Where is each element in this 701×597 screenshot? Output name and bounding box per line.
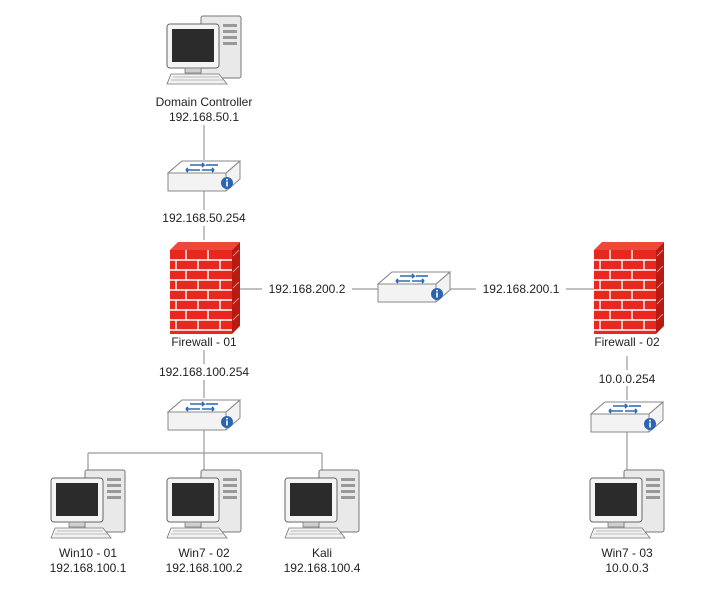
network-switch-icon — [167, 160, 241, 192]
dc-ip: 192.168.50.1 — [169, 110, 239, 124]
fw2-name: Firewall - 02 — [594, 335, 660, 349]
desktop-computer-icon — [50, 469, 126, 539]
brick-firewall-icon — [169, 241, 241, 335]
fw1-lan-ip: 192.168.100.254 — [159, 365, 249, 379]
win10-ip: 192.168.100.1 — [50, 561, 127, 575]
fw1-name: Firewall - 01 — [171, 335, 237, 349]
dc-name: Domain Controller — [156, 95, 253, 109]
win10-name: Win10 - 01 — [59, 546, 117, 560]
domain-controller-node[interactable]: Domain Controller 192.168.50.1 — [156, 15, 253, 124]
fw2-lan-ip: 10.0.0.254 — [599, 372, 656, 386]
win10-01-node[interactable]: Win10 - 01 192.168.100.1 — [50, 469, 127, 575]
switch-lan-right[interactable] — [590, 401, 664, 433]
win7b-name: Win7 - 03 — [601, 546, 653, 560]
switch-top-ip: 192.168.50.254 — [162, 211, 246, 225]
fw1-wan-ip: 192.168.200.2 — [269, 282, 346, 296]
firewall-02-node[interactable]: Firewall - 02 — [593, 241, 665, 349]
desktop-computer-icon — [166, 15, 242, 85]
kali-ip: 192.168.100.4 — [284, 561, 361, 575]
network-switch-icon — [167, 399, 241, 431]
win7a-ip: 192.168.100.2 — [166, 561, 243, 575]
links — [87, 125, 628, 470]
firewall-01-node[interactable]: Firewall - 01 — [169, 241, 241, 349]
win7a-name: Win7 - 02 — [178, 546, 230, 560]
switch-lan-left[interactable] — [167, 399, 241, 431]
win7-02-node[interactable]: Win7 - 02 192.168.100.2 — [166, 469, 243, 575]
fw2-wan-ip: 192.168.200.1 — [483, 282, 560, 296]
desktop-computer-icon — [589, 469, 665, 539]
brick-firewall-icon — [593, 241, 665, 335]
switch-wan[interactable] — [377, 271, 451, 303]
kali-name: Kali — [312, 546, 332, 560]
win7-03-node[interactable]: Win7 - 03 10.0.0.3 — [589, 469, 665, 575]
kali-node[interactable]: Kali 192.168.100.4 — [284, 469, 361, 575]
network-switch-icon — [377, 271, 451, 303]
desktop-computer-icon — [166, 469, 242, 539]
win7b-ip: 10.0.0.3 — [605, 561, 649, 575]
desktop-computer-icon — [284, 469, 360, 539]
network-switch-icon — [590, 401, 664, 433]
switch-top[interactable] — [167, 160, 241, 192]
